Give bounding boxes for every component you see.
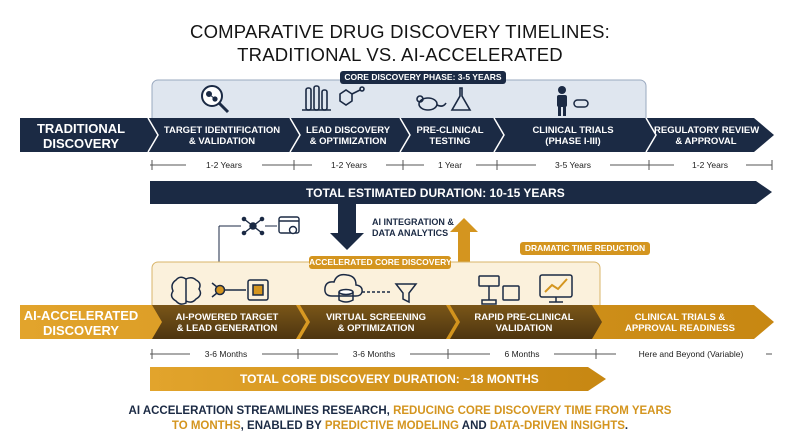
ai-stage-bg-3 [450, 305, 602, 339]
data-analytics-icon [278, 216, 300, 235]
integration-label-line-2: DATA ANALYTICS [372, 228, 449, 238]
traditional-stage-3-label: PRE-CLINICAL TESTING [406, 125, 494, 147]
ai-stage-1-line-1: AI-POWERED TARGET [175, 312, 279, 323]
integration-label-line-1: AI INTEGRATION & [372, 217, 454, 227]
traditional-stage-1-line-2: & VALIDATION [188, 136, 256, 147]
summary-part-2: REDUCING CORE DISCOVERY TIME FROM [393, 405, 632, 417]
summary-part-4: TO MONTHS [171, 420, 241, 432]
time-reduction-pill: DRAMATIC TIME REDUCTION [520, 242, 650, 255]
title-line-1: COMPARATIVE DRUG DISCOVERY TIMELINES: [190, 21, 610, 42]
traditional-stage-4-line-1: CLINICAL TRIALS [532, 125, 614, 136]
cloud-database-funnel-icon [324, 273, 418, 304]
traditional-stage-1-line-1: TARGET IDENTIFICATION [163, 125, 281, 136]
traditional-total-arrow [150, 181, 772, 204]
ai-stage-3-duration: 6 Months [490, 349, 554, 359]
ai-stage-3-label: RAPID PRE-CLINICAL VALIDATION [458, 312, 590, 334]
integration-label: AI INTEGRATION & DATA ANALYTICS [372, 217, 454, 239]
ai-track-label-line-1: AI-ACCELERATED [23, 308, 139, 323]
traditional-stage-3-duration: 1 Year [424, 160, 476, 170]
traditional-track-label-line-2: DISCOVERY [42, 136, 120, 151]
summary-part-1: AI ACCELERATION STREAMLINES RESEARCH, [128, 405, 394, 417]
traditional-stage-divider-4 [493, 117, 505, 153]
traditional-stage-5-line-2: & APPROVAL [675, 136, 737, 147]
summary-part-3: YEARS [631, 405, 672, 417]
summary-part-6: PREDICTIVE MODELING [324, 420, 459, 432]
magnifier-molecule-icon [201, 85, 230, 114]
brain-network-chip-icon [170, 276, 269, 305]
ai-track-label: AI-ACCELERATED DISCOVERY [22, 308, 140, 338]
integration-down-arrow [330, 204, 364, 250]
traditional-track-label-line-1: TRADITIONAL [36, 121, 126, 136]
ai-stage-bg-1 [152, 305, 306, 339]
time-reduction-up-arrow [450, 218, 478, 262]
summary-part-5: , ENABLED BY [240, 420, 325, 432]
ai-stage-bg-2 [300, 305, 456, 339]
ai-stage-2-line-1: VIRTUAL SCREENING [325, 312, 427, 323]
ai-stage-2-line-2: & OPTIMIZATION [337, 323, 415, 334]
traditional-stage-2-label: LEAD DISCOVERY & OPTIMIZATION [298, 125, 398, 147]
accelerated-core-pill: ACCELERATED CORE DISCOVERY [309, 256, 452, 269]
traditional-stage-divider-1 [147, 117, 159, 153]
traditional-track-label: TRADITIONAL DISCOVERY [28, 121, 134, 151]
traditional-stage-2-duration: 1-2 Years [312, 160, 386, 170]
traditional-stage-4-label: CLINICAL TRIALS (PHASE I-III) [500, 125, 646, 147]
traditional-stage-1-duration: 1-2 Years [186, 160, 262, 170]
traditional-stage-5-duration: 1-2 Years [674, 160, 746, 170]
summary-line-1: AI ACCELERATION STREAMLINES RESEARCH, RE… [0, 404, 800, 419]
ai-stage-4-duration: Here and Beyond (Variable) [616, 349, 766, 359]
traditional-stage-2-line-1: LEAD DISCOVERY [305, 125, 391, 136]
ai-stage-4-line-2: APPROVAL READINESS [625, 323, 735, 334]
traditional-stage-3-line-2: TESTING [429, 136, 471, 147]
ai-stage-3-line-1: RAPID PRE-CLINICAL [474, 312, 574, 323]
summary-part-9: . [624, 420, 629, 432]
traditional-stage-divider-3 [399, 117, 411, 153]
test-tubes-molecule-icon [302, 85, 365, 111]
ai-stage-4-line-1: CLINICAL TRIALS & [634, 312, 726, 323]
traditional-stage-4-line-2: (PHASE I-III) [545, 136, 601, 147]
core-phase-pill: CORE DISCOVERY PHASE: 3-5 YEARS [340, 71, 506, 84]
ai-stage-3-line-2: VALIDATION [495, 323, 553, 334]
traditional-stage-5-label: REGULATORY REVIEW & APPROVAL [654, 125, 760, 147]
person-pill-icon [557, 86, 589, 116]
ai-stage-1-label: AI-POWERED TARGET & LEAD GENERATION [160, 312, 294, 334]
ai-stage-1-line-2: & LEAD GENERATION [176, 323, 278, 334]
traditional-stage-1-label: TARGET IDENTIFICATION & VALIDATION [156, 125, 288, 147]
summary-part-7: AND [459, 420, 490, 432]
summary-part-8: DATA-DRIVEN INSIGHTS [489, 420, 625, 432]
summary-line-2: TO MONTHS, ENABLED BY PREDICTIVE MODELIN… [0, 419, 800, 434]
traditional-stage-2-line-2: & OPTIMIZATION [309, 136, 387, 147]
ai-stage-4-label: CLINICAL TRIALS & APPROVAL READINESS [606, 312, 754, 334]
ai-track-label-line-2: DISCOVERY [42, 323, 120, 338]
ai-total-duration: TOTAL CORE DISCOVERY DURATION: ~18 MONTH… [240, 372, 539, 386]
ai-stage-2-duration: 3-6 Months [338, 349, 410, 359]
ai-stage-1-duration: 3-6 Months [190, 349, 262, 359]
mouse-flask-icon [416, 87, 472, 111]
traditional-stage-divider-5 [645, 117, 657, 153]
traditional-stage-3-line-1: PRE-CLINICAL [416, 125, 484, 136]
traditional-track-arrow [20, 118, 774, 152]
traditional-stage-5-line-1: REGULATORY REVIEW [654, 125, 760, 136]
title-line-2: TRADITIONAL VS. AI-ACCELERATED [237, 44, 563, 65]
traditional-total-duration: TOTAL ESTIMATED DURATION: 10-15 YEARS [306, 186, 565, 200]
traditional-stage-divider-2 [289, 117, 301, 153]
robot-arm-monitor-icon [478, 274, 573, 305]
ai-stage-2-label: VIRTUAL SCREENING & OPTIMIZATION [308, 312, 444, 334]
traditional-stage-4-duration: 3-5 Years [536, 160, 610, 170]
network-node-icon [241, 216, 265, 236]
ai-total-arrow [150, 367, 606, 391]
